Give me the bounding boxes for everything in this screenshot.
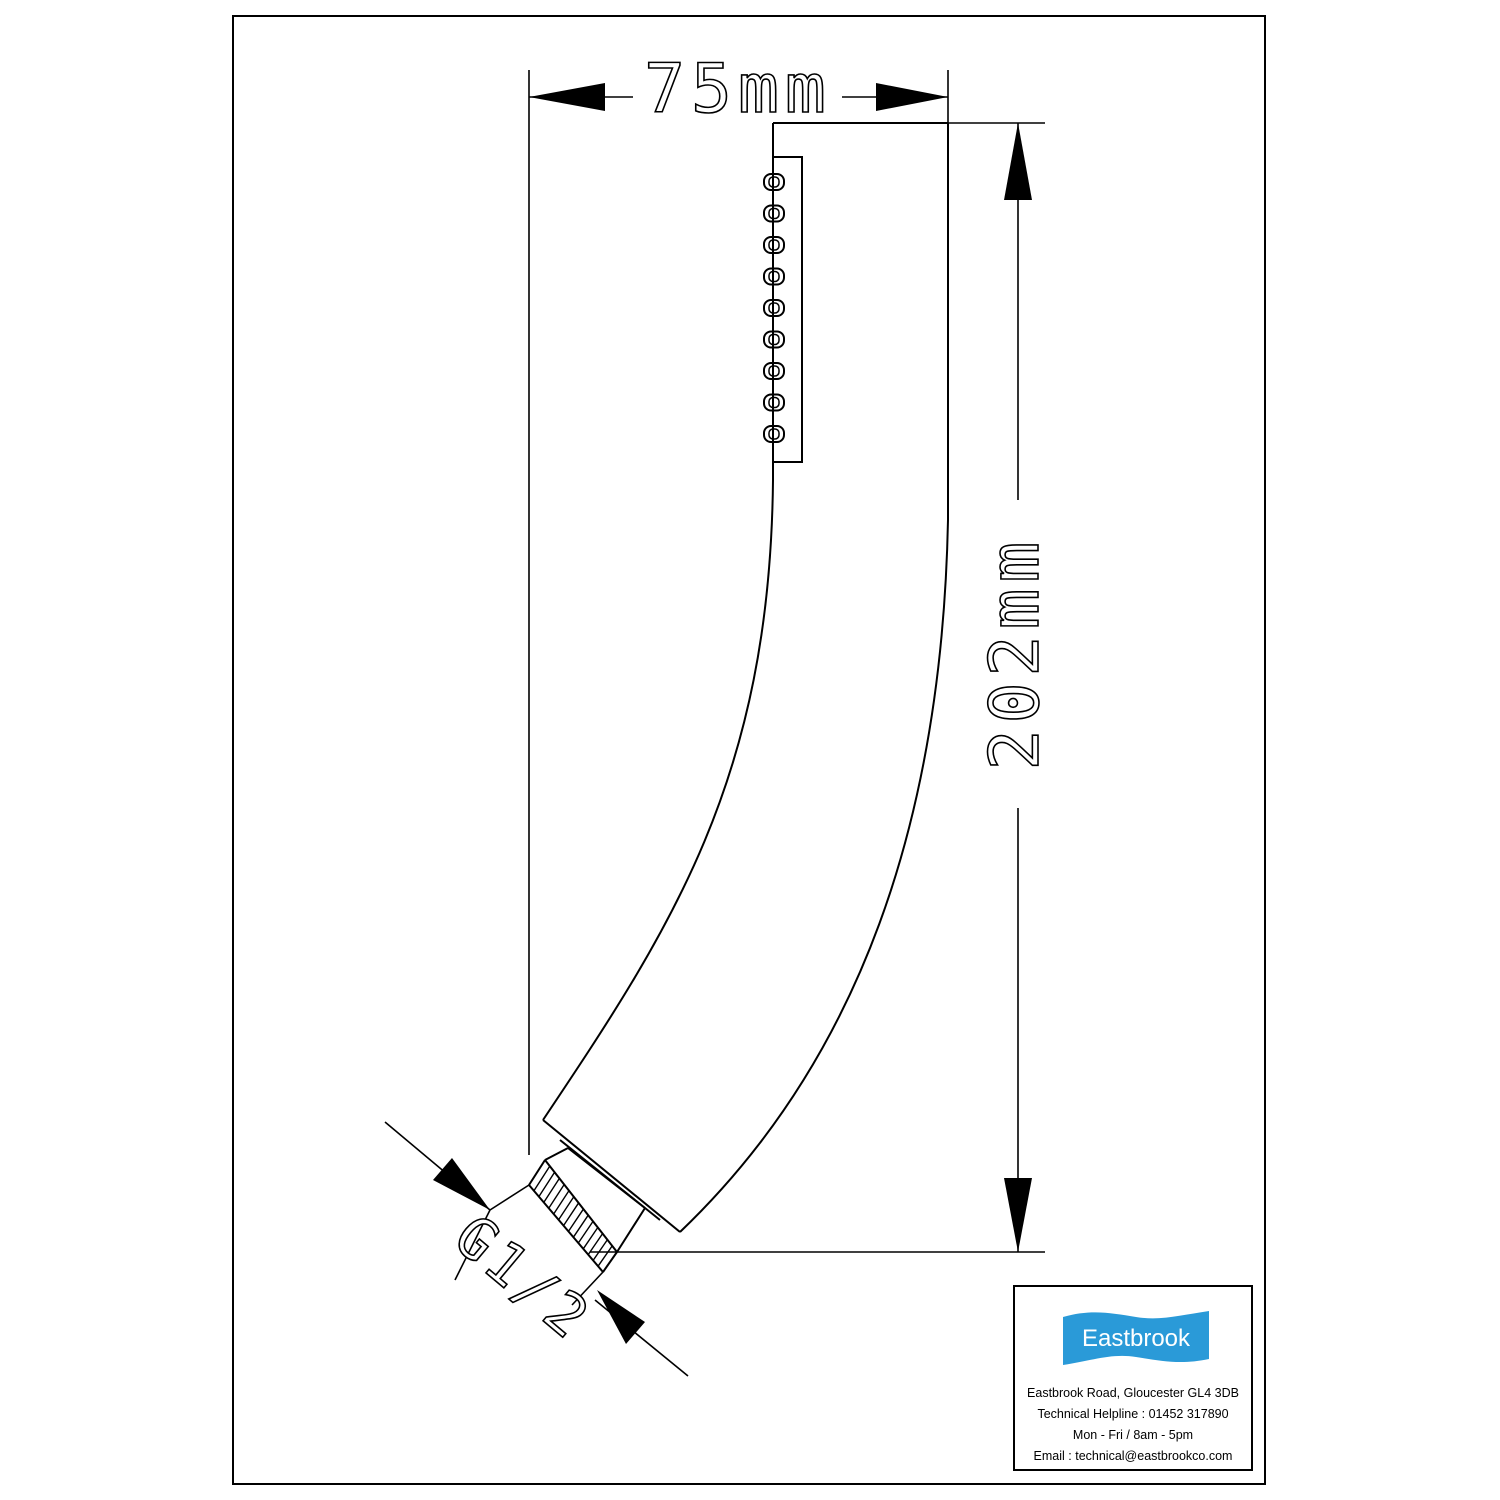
width-label: 75mm bbox=[644, 50, 832, 129]
nozzle bbox=[763, 267, 785, 286]
helpline-line: Technical Helpline : 01452 317890 bbox=[1037, 1407, 1229, 1421]
thread-line bbox=[582, 1227, 599, 1250]
logo-wave-shape bbox=[1063, 1311, 1209, 1365]
eastbrook-logo: Eastbrook bbox=[1063, 1311, 1209, 1365]
hours-line: Mon - Fri / 8am - 5pm bbox=[1072, 1428, 1194, 1442]
nozzle bbox=[763, 173, 785, 191]
address-line: Eastbrook Road, Gloucester GL4 3DB bbox=[1027, 1386, 1239, 1400]
nozzle bbox=[763, 299, 785, 317]
nozzle bbox=[763, 362, 785, 380]
email-line[interactable]: Email : technical@eastbrookco.com bbox=[1033, 1449, 1233, 1463]
title-block: Eastbrook Eastbrook Road, Gloucester GL4… bbox=[1013, 1285, 1253, 1471]
thread-line bbox=[533, 1165, 551, 1192]
nozzle bbox=[763, 425, 785, 443]
thread-line bbox=[572, 1214, 589, 1238]
thread-line bbox=[562, 1202, 580, 1226]
height-label: 202mm bbox=[976, 536, 1055, 771]
width-dimension: 75mm bbox=[528, 49, 949, 1155]
thread-line bbox=[567, 1208, 584, 1232]
thread-line bbox=[558, 1196, 575, 1221]
nozzle-group bbox=[763, 173, 785, 443]
thread-line bbox=[553, 1190, 570, 1215]
nozzle bbox=[763, 204, 785, 223]
thread-line bbox=[543, 1178, 560, 1203]
nozzle bbox=[763, 393, 785, 412]
thread-line bbox=[592, 1239, 608, 1261]
drawing-frame bbox=[232, 15, 1266, 1485]
height-dimension: 202mm bbox=[590, 122, 1056, 1253]
thread-line bbox=[587, 1233, 604, 1255]
thread-line bbox=[577, 1220, 594, 1244]
logo-text: Eastbrook bbox=[1082, 1325, 1191, 1352]
nozzle bbox=[763, 330, 785, 349]
thread-line bbox=[538, 1171, 556, 1197]
thread-line bbox=[597, 1245, 613, 1267]
shower-handle-outline bbox=[528, 122, 949, 1273]
thread-line bbox=[548, 1184, 565, 1209]
nozzle bbox=[763, 236, 785, 254]
thread-label: G1/2 bbox=[441, 1202, 604, 1354]
thread-dimension: G1/2 bbox=[384, 1121, 689, 1377]
